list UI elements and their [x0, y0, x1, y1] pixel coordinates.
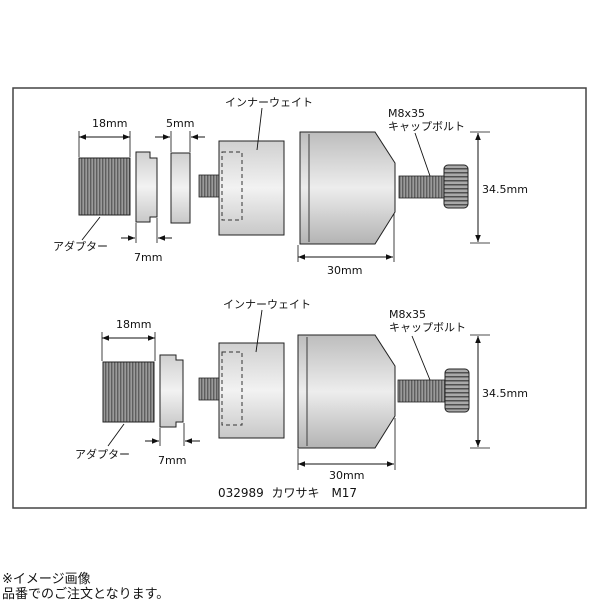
upper-bolt-shank — [398, 175, 445, 199]
note-order-by-part-number: 品番でのご注文となります。 — [2, 587, 170, 602]
lower-adapter-label: アダプター — [75, 447, 130, 461]
lower-main-body — [297, 334, 396, 449]
lower-bolt-leader — [411, 335, 431, 381]
product-caption: 032989 カワサキ M17 — [218, 486, 357, 500]
lower-dim-18mm-label: 18mm — [116, 318, 151, 331]
upper-adapter-thread — [78, 157, 131, 216]
upper-inner-weight-bore — [221, 151, 243, 221]
lower-bolt-label-line2: キャップボルト — [389, 321, 466, 334]
lower-adapter-thread — [102, 361, 155, 423]
upper-inner-weight-label: インナーウェイト — [225, 96, 313, 109]
lower-dim-7mm-label: 7mm — [158, 454, 186, 467]
lower-bolt-thread-left — [198, 377, 220, 401]
lower-inner-weight-label: インナーウェイト — [223, 298, 311, 311]
upper-dim-5mm-label: 5mm — [166, 117, 194, 130]
lower-dim-height-label: 34.5mm — [482, 387, 528, 400]
upper-bolt-label-line1: M8x35 — [388, 107, 425, 120]
upper-adapter-leader — [81, 216, 101, 241]
lower-bolt-shank — [397, 379, 446, 403]
upper-bolt-head — [443, 164, 469, 209]
lower-assembly: 18mm 7mm 30mm 34.5mm アダプター インナーウェイト M8x3… — [75, 298, 528, 482]
upper-dim-30mm-label: 30mm — [327, 264, 362, 277]
lower-adapter-leader — [107, 423, 125, 447]
lower-inner-weight-leader — [255, 309, 263, 353]
upper-adapter-collar — [135, 151, 158, 223]
upper-inner-weight — [218, 140, 285, 236]
upper-dim-height-label: 34.5mm — [482, 183, 528, 196]
upper-dim-7mm-label: 7mm — [134, 251, 162, 264]
upper-assembly: 18mm 5mm 7mm 30mm 34.5mm アダプター インナーウェイト … — [53, 96, 528, 277]
upper-inner-weight-leader — [256, 107, 263, 151]
upper-spacer — [170, 152, 191, 224]
upper-main-body — [299, 131, 396, 245]
lower-bolt-label-line1: M8x35 — [389, 308, 426, 321]
lower-dim-30mm-label: 30mm — [329, 469, 364, 482]
upper-dim-18mm-label: 18mm — [92, 117, 127, 130]
upper-bolt-label-line2: キャップボルト — [388, 120, 465, 133]
upper-bolt-leader — [414, 132, 431, 177]
lower-bolt-head — [444, 368, 470, 413]
upper-bolt-thread-left — [198, 174, 220, 198]
lower-adapter-collar — [159, 354, 184, 428]
lower-inner-weight — [218, 342, 285, 439]
upper-adapter-label: アダプター — [53, 239, 108, 253]
lower-inner-weight-bore — [221, 351, 243, 426]
note-image-only: ※イメージ画像 — [2, 572, 91, 587]
